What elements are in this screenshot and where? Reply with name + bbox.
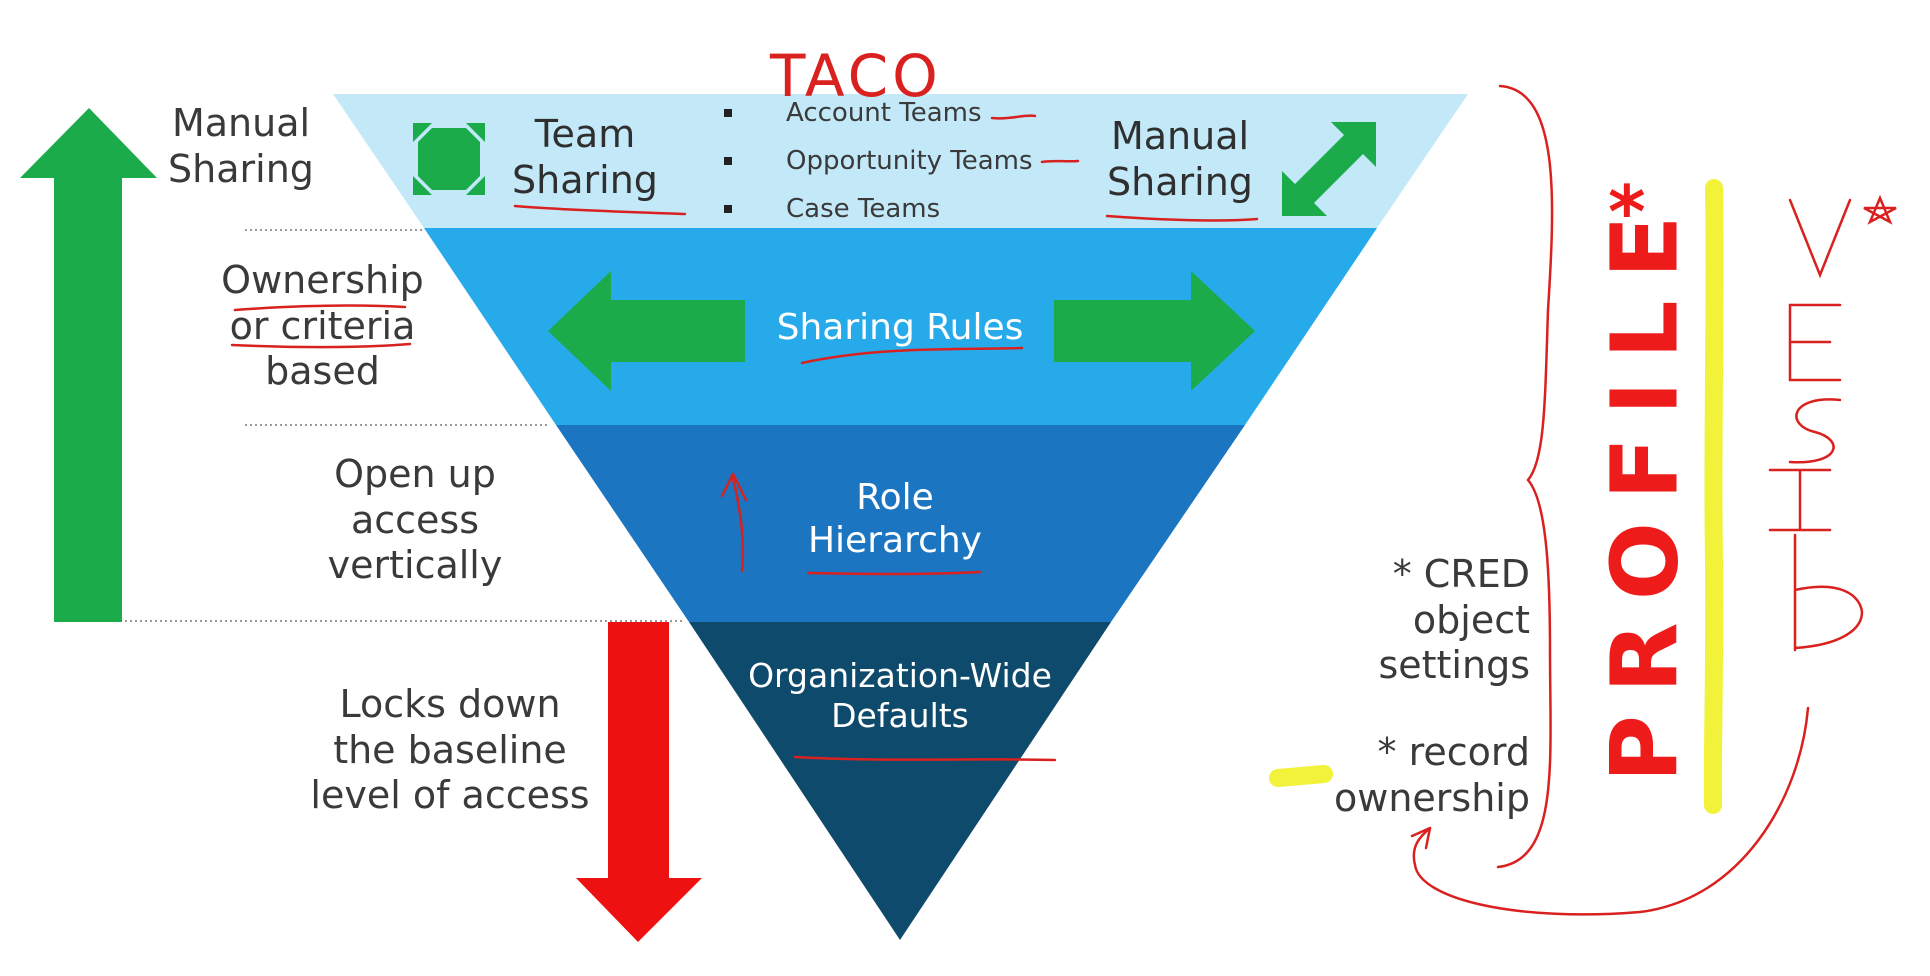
layer-separators bbox=[125, 229, 685, 622]
sharing-rules-left-arrow bbox=[548, 271, 745, 391]
dash-opportunity-teams bbox=[1040, 159, 1080, 164]
record-ownership-note: * record ownership bbox=[1334, 730, 1530, 820]
handwritten-i bbox=[1768, 468, 1832, 532]
pyramid-layer-role-hierarchy bbox=[556, 425, 1245, 622]
team-sharing-label: Team Sharing bbox=[512, 112, 658, 202]
curly-brace bbox=[1496, 84, 1554, 869]
underline-role-hierarchy bbox=[806, 570, 982, 576]
handwritten-e bbox=[1788, 303, 1842, 382]
team-type-item: Account Teams bbox=[720, 96, 1033, 144]
handwritten-star bbox=[1863, 194, 1897, 225]
manual-sharing-layer-label: Manual Sharing bbox=[1107, 114, 1253, 204]
loop-arrow bbox=[1410, 706, 1810, 916]
handwritten-underlines bbox=[230, 84, 1897, 916]
yellow-highlight-vertical bbox=[1703, 179, 1724, 814]
letter-v: V bbox=[1780, 190, 1781, 191]
lock-down-arrow bbox=[576, 622, 702, 942]
ownership-side-label: Ownership or criteria based bbox=[221, 258, 424, 394]
pyramid-layer-org-wide-defaults bbox=[689, 622, 1111, 940]
locks-down-side-label: Locks down the baseline level of access bbox=[310, 682, 590, 818]
handwritten-d bbox=[1793, 533, 1864, 652]
profile-star: * bbox=[1608, 170, 1646, 254]
manual-sharing-side-label: Manual Sharing bbox=[168, 101, 314, 191]
up-arrow-role bbox=[720, 472, 748, 573]
handwritten-s bbox=[1788, 398, 1842, 464]
team-types-list: Account Teams Opportunity Teams Case Tea… bbox=[720, 96, 1033, 240]
org-wide-defaults-label: Organization-Wide Defaults bbox=[748, 656, 1052, 735]
team-type-item: Case Teams bbox=[720, 192, 1033, 240]
handwritten-v bbox=[1788, 198, 1852, 279]
dash-account-teams bbox=[990, 114, 1037, 120]
profile-annotation: PROFILE bbox=[1591, 193, 1699, 783]
underline-ownership bbox=[233, 304, 407, 312]
open-up-side-label: Open up access vertically bbox=[327, 452, 503, 588]
taco-annotation: TACO bbox=[770, 42, 942, 110]
cred-settings-note: * CRED object settings bbox=[1378, 552, 1530, 688]
pyramid-layer-sharing-rules bbox=[424, 228, 1377, 425]
expand-icon bbox=[410, 120, 488, 198]
pyramid-layer-team-sharing bbox=[333, 94, 1468, 228]
open-up-arrow bbox=[20, 108, 157, 622]
underline-criteria bbox=[230, 342, 412, 349]
yellow-highlight-dash bbox=[1269, 765, 1333, 787]
yellow-highlights bbox=[1269, 179, 1724, 814]
sharing-rules-right-arrow bbox=[1054, 271, 1255, 391]
role-hierarchy-label: Role Hierarchy bbox=[807, 477, 982, 562]
underline-org-wide-defaults bbox=[793, 755, 1057, 762]
underline-sharing-rules bbox=[800, 346, 1024, 365]
manual-sharing-icon bbox=[1282, 122, 1376, 216]
team-type-item: Opportunity Teams bbox=[720, 144, 1033, 192]
sharing-rules-label: Sharing Rules bbox=[776, 307, 1024, 348]
underline-manual-sharing bbox=[1105, 214, 1259, 222]
underline-team-sharing bbox=[513, 204, 687, 216]
